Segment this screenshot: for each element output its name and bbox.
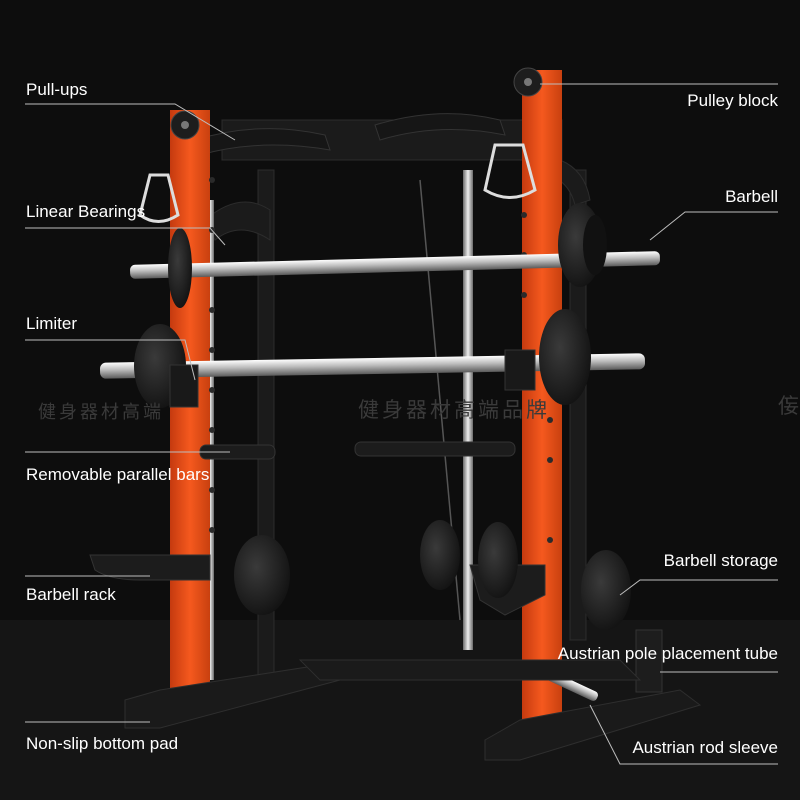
pulley-block-left [170,110,200,140]
leader-linear-bearings [25,227,226,246]
watermark-center: 健身器材高端品牌 [358,398,550,422]
guide-rod-center [463,170,473,650]
label-linear-bearings: Linear Bearings [26,202,146,221]
leader-pull-ups [25,103,236,141]
d-handle-right [483,143,537,199]
parallel-bars [199,441,516,460]
label-limiter: Limiter [26,314,78,333]
barbell-rack-hooks [89,554,546,616]
austrian-pole-tube [635,629,663,693]
label-non-slip-bottom-pad: Non-slip bottom pad [26,734,179,753]
leader-barbell-storage [619,579,778,596]
label-austrian-rod-sleeve: Austrian rod sleeve [632,738,778,757]
leader-barbell [649,211,778,241]
watermark-right: 侫 [778,394,800,418]
label-barbell-rack: Barbell rack [26,585,116,604]
d-handle-left [138,173,180,223]
pulley-block-right [513,67,543,97]
limiter-block-left [169,364,199,408]
leader-lines [25,83,778,765]
label-austrian-pole-placement-tube: Austrian pole placement tube [557,644,778,663]
label-barbell-storage: Barbell storage [663,551,778,570]
limiter-block-right [504,349,536,391]
leader-austrian-rod-sleeve [589,704,778,765]
pull-up-handles [194,113,506,156]
label-removable-parallel-bars: Removable parallel bars [26,465,210,484]
upper-barbell-bar [130,251,660,279]
leader-limiter [25,339,196,381]
label-pull-ups: Pull-ups [26,80,88,99]
watermark-left: 健身器材高端 [38,402,164,423]
upper-barbell-plates [168,203,607,308]
storage-plates [234,520,631,630]
label-barbell: Barbell [725,187,778,206]
label-pulley-block: Pulley block [687,91,778,110]
base-frame [124,659,702,761]
